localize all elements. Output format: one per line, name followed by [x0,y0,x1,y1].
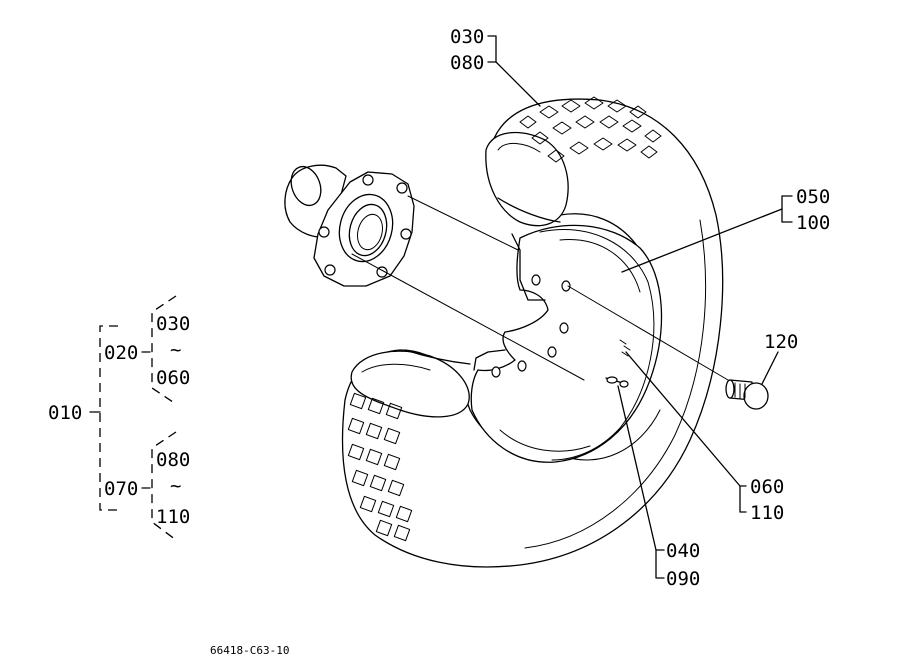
part-labels: 010 020 030 ~ 060 070 080 ~ 110 030 080 … [48,26,830,657]
label-030-tree: 030 [156,313,190,335]
callout-080: 080 [450,52,484,74]
label-110-tree: 110 [156,506,190,528]
callout-090: 090 [666,568,700,590]
callout-120: 120 [764,331,798,353]
callout-040: 040 [666,540,700,562]
assembly-lines [351,195,729,381]
tilde-lower: ~ [170,475,181,497]
callout-030: 030 [450,26,484,48]
tire-tread-upper [519,96,662,163]
label-020: 020 [104,342,138,364]
wheel-hub [284,164,415,287]
tire-tread-lower [347,392,413,542]
label-070: 070 [104,478,138,500]
label-060-tree: 060 [156,367,190,389]
drawing-reference: 66418-C63-10 [210,644,289,657]
callout-060: 060 [750,476,784,498]
callout-100: 100 [796,212,830,234]
label-010: 010 [48,402,82,424]
inner-tube [404,197,561,365]
valve-stem [605,376,629,388]
wheel-rim [470,224,663,463]
wheel-bolt [725,379,769,410]
label-080-tree: 080 [156,449,190,471]
leader-lines [487,35,793,579]
tilde-upper: ~ [170,339,181,361]
parts-tree [89,295,177,541]
callout-110: 110 [750,502,784,524]
callout-050: 050 [796,186,830,208]
